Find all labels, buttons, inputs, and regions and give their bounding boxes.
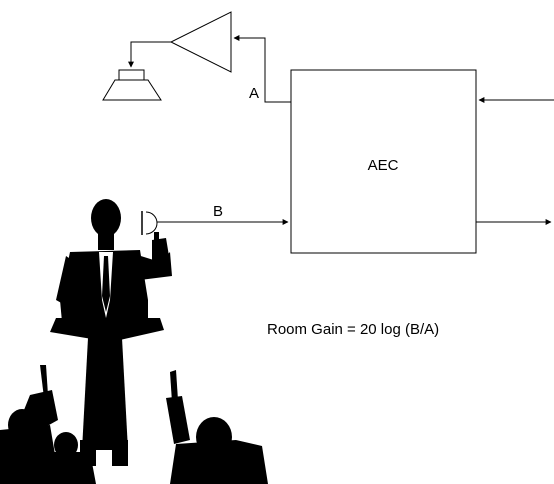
aec-block-label: AEC (368, 157, 399, 174)
audience-silhouette-icon (0, 365, 268, 484)
speaker-tie-detail (99, 252, 113, 318)
room-gain-formula: Room Gain = 20 log (B/A) (267, 321, 439, 338)
amplifier-icon (169, 11, 232, 73)
aec-block (290, 69, 477, 254)
amp-to-speaker-line (128, 41, 171, 68)
signal-a-line (233, 35, 291, 103)
loudspeaker-icon (102, 69, 162, 101)
speaker-silhouette-icon (50, 199, 172, 466)
microphone-icon (141, 211, 158, 235)
signal-b-label: B (213, 203, 223, 220)
signal-a-label: A (249, 85, 259, 102)
